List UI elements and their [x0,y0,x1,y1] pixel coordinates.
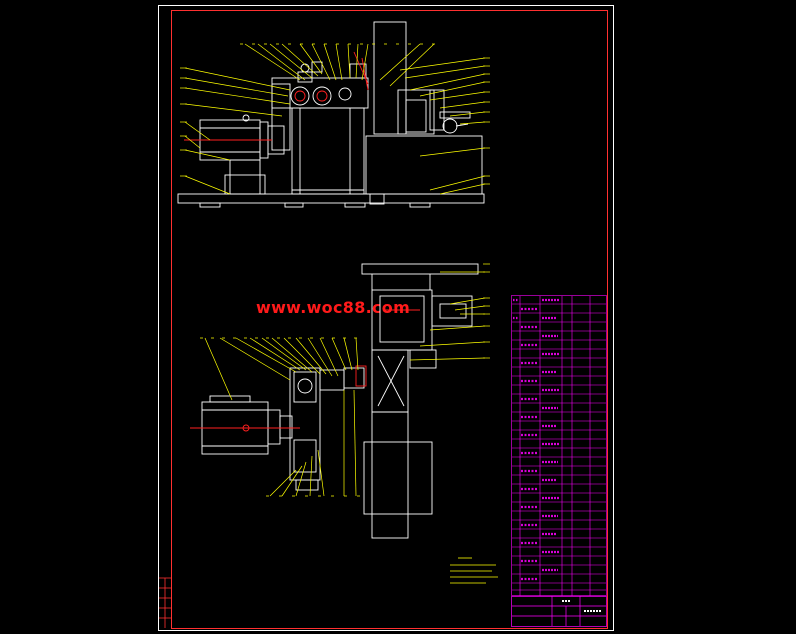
left-side-strip [159,577,171,628]
front-view-leader-ticks [180,43,490,185]
front-view-red [184,51,369,141]
title-block-marks [562,600,602,612]
technical-notes [450,557,498,584]
title-block [511,596,607,627]
parts-list-table [511,295,607,596]
sheet-outer-border [158,5,614,631]
watermark-text: www.woc88.com [256,298,411,317]
top-view [201,263,479,539]
vertical-slide [373,21,407,135]
sheet-inner-border [171,10,608,629]
parts-list-entries [513,298,560,581]
gearbox-plan [289,367,321,481]
frame-column [291,107,365,195]
top-view-red [190,309,420,432]
slide-plan [371,289,433,351]
base-plate [177,193,485,204]
front-view-leaders [184,43,486,195]
top-view-leaders [204,271,486,497]
top-view-leader-ticks [200,263,490,497]
front-view [177,21,485,208]
